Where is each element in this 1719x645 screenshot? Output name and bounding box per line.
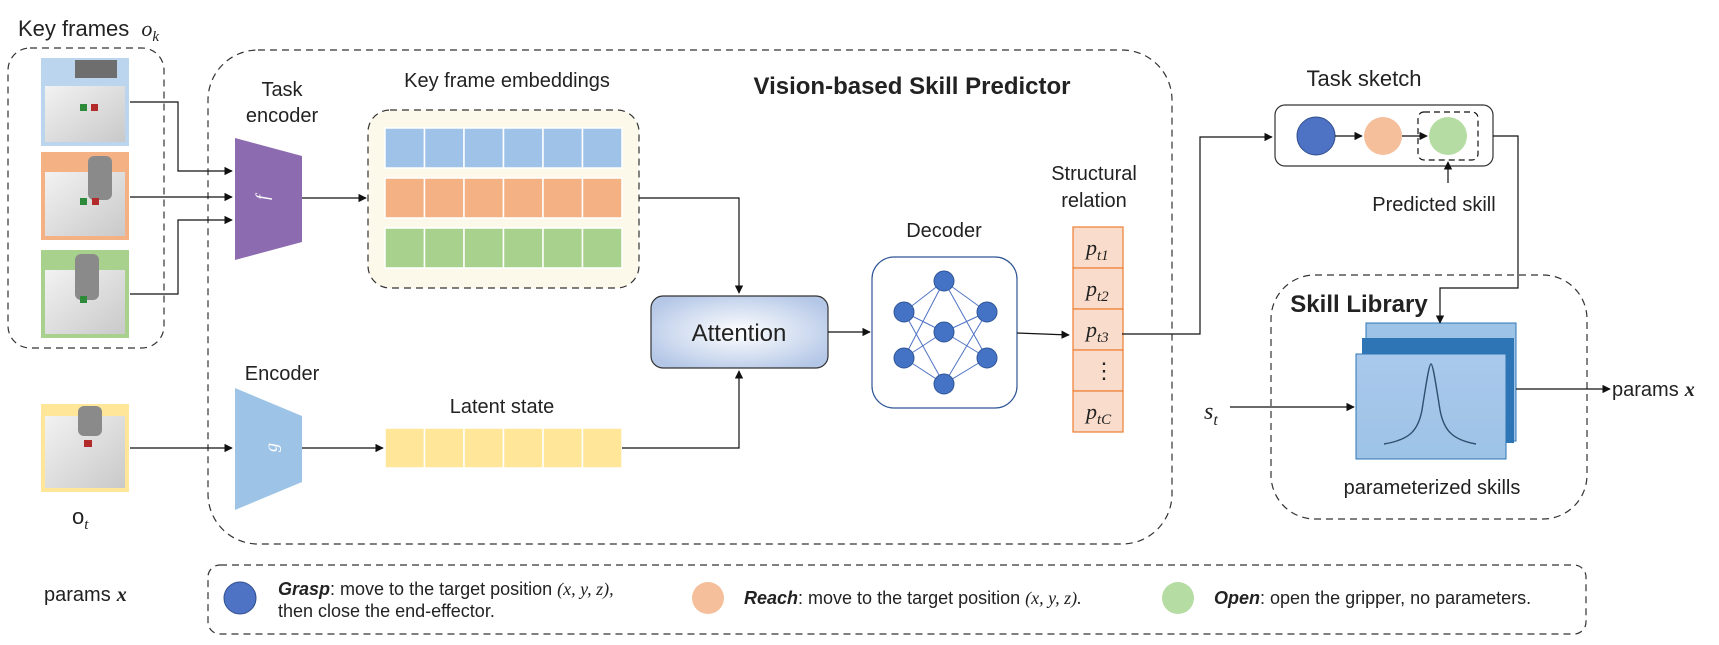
key-frame-orange bbox=[41, 152, 129, 240]
legend-open-text: Open: open the gripper, no parameters. bbox=[1214, 588, 1532, 608]
embedding-cell-blue bbox=[502, 127, 544, 169]
relation-label-3: pt3 bbox=[1084, 317, 1109, 346]
embedding-cell-blue bbox=[423, 127, 465, 169]
decoder-node bbox=[976, 301, 998, 323]
embedding-cell-green bbox=[542, 227, 584, 269]
task-sketch-open-node bbox=[1429, 117, 1467, 155]
predicted-skill-highlight bbox=[1417, 111, 1479, 161]
decoder-node bbox=[976, 347, 998, 369]
skill-library-container bbox=[1270, 274, 1588, 520]
embedding-cell-blue bbox=[463, 127, 505, 169]
latent-state-label: Latent state bbox=[450, 396, 555, 418]
embedding-cell-orange bbox=[581, 177, 623, 219]
embedding-cell-blue bbox=[581, 127, 623, 169]
key-frames-group bbox=[7, 47, 165, 349]
decoder-edge bbox=[903, 311, 945, 385]
embedding-cell-orange bbox=[423, 177, 465, 219]
decoder-edge bbox=[943, 280, 988, 359]
connector-arrows bbox=[130, 101, 1519, 453]
state-input-label: st bbox=[1204, 399, 1218, 429]
task-sketch-reach-node bbox=[1364, 117, 1402, 155]
decoder-edge bbox=[943, 311, 988, 385]
task-sketch-label: Task sketch bbox=[1307, 66, 1422, 91]
structural-relation-label-2: relation bbox=[1061, 190, 1127, 212]
task-encoder-shape bbox=[235, 138, 302, 260]
current-observation-frame bbox=[41, 404, 129, 492]
embedding-cell-orange bbox=[384, 177, 426, 219]
task-encoder-symbol: f bbox=[252, 192, 272, 200]
relation-label-5: ptC bbox=[1084, 399, 1112, 428]
relation-cell-5 bbox=[1072, 390, 1124, 433]
legend-box bbox=[207, 564, 1587, 635]
decoder-node bbox=[893, 301, 915, 323]
decoder-edge bbox=[903, 280, 945, 359]
decoder-network bbox=[893, 270, 998, 395]
structural-relation-stack: pt1 pt2 pt3 ⋮ ptC bbox=[1072, 226, 1124, 433]
structural-relation-label: Structural bbox=[1051, 163, 1137, 185]
embedding-cell-green bbox=[384, 227, 426, 269]
skill-predictor-container bbox=[207, 49, 1173, 545]
embedding-cell-green bbox=[581, 227, 623, 269]
relation-cell-1 bbox=[1072, 226, 1124, 269]
legend-grasp-icon bbox=[223, 581, 257, 615]
relation-label-4: ⋮ bbox=[1093, 358, 1115, 383]
latent-cell bbox=[502, 427, 544, 469]
decoder-node bbox=[933, 321, 955, 343]
embedding-cell-green bbox=[463, 227, 505, 269]
key-frames-title: Key frames ok bbox=[18, 16, 159, 45]
encoder-shape bbox=[235, 388, 302, 510]
latent-cell bbox=[542, 427, 584, 469]
task-encoder-label-2: encoder bbox=[246, 105, 319, 127]
latent-cell bbox=[423, 427, 465, 469]
relation-cell-3 bbox=[1072, 308, 1124, 351]
key-frame-blue bbox=[41, 58, 129, 146]
legend-grasp-text: Grasp: move to the target position (x, y… bbox=[278, 579, 614, 621]
decoder-node bbox=[933, 373, 955, 395]
embedding-cell-green bbox=[502, 227, 544, 269]
task-sketch-grasp-node bbox=[1296, 116, 1336, 156]
legend-open-icon bbox=[1162, 582, 1194, 614]
embedding-cell-blue bbox=[542, 127, 584, 169]
latent-cell bbox=[384, 427, 426, 469]
relation-cell-2 bbox=[1072, 267, 1124, 310]
predicted-skill-label: Predicted skill bbox=[1372, 194, 1495, 216]
embedding-cell-blue bbox=[384, 127, 426, 169]
observation-label: ot bbox=[72, 504, 89, 533]
decoder-node bbox=[933, 270, 955, 292]
key-frame-embeddings-label: Key frame embeddings bbox=[404, 70, 610, 92]
legend-reach-text: Reach: move to the target position (x, y… bbox=[744, 588, 1082, 608]
latent-state-row bbox=[384, 427, 623, 469]
encoder-symbol: g bbox=[261, 443, 281, 452]
skill-predictor-title: Vision-based Skill Predictor bbox=[754, 73, 1071, 100]
parameterized-skills-label: parameterized skills bbox=[1344, 477, 1521, 499]
embedding-cell-orange bbox=[502, 177, 544, 219]
decoder-label: Decoder bbox=[906, 220, 982, 242]
embedding-cell-orange bbox=[542, 177, 584, 219]
embedding-cell-orange bbox=[463, 177, 505, 219]
attention-label: Attention bbox=[692, 320, 787, 347]
skill-card-front bbox=[1355, 353, 1507, 460]
decoder-node bbox=[893, 347, 915, 369]
encoder-label: Encoder bbox=[245, 363, 320, 385]
embedding-rows bbox=[384, 127, 623, 269]
legend-reach-icon bbox=[692, 582, 724, 614]
skill-library-title: Skill Library bbox=[1290, 291, 1428, 318]
skill-distribution-curve bbox=[1383, 363, 1477, 445]
relation-label-2: pt2 bbox=[1084, 276, 1109, 305]
latent-cell bbox=[463, 427, 505, 469]
relation-label-1: pt1 bbox=[1084, 235, 1109, 264]
latent-cell bbox=[581, 427, 623, 469]
embedding-cell-green bbox=[423, 227, 465, 269]
task-encoder-label: Task bbox=[261, 79, 303, 101]
key-frame-green bbox=[41, 250, 129, 338]
